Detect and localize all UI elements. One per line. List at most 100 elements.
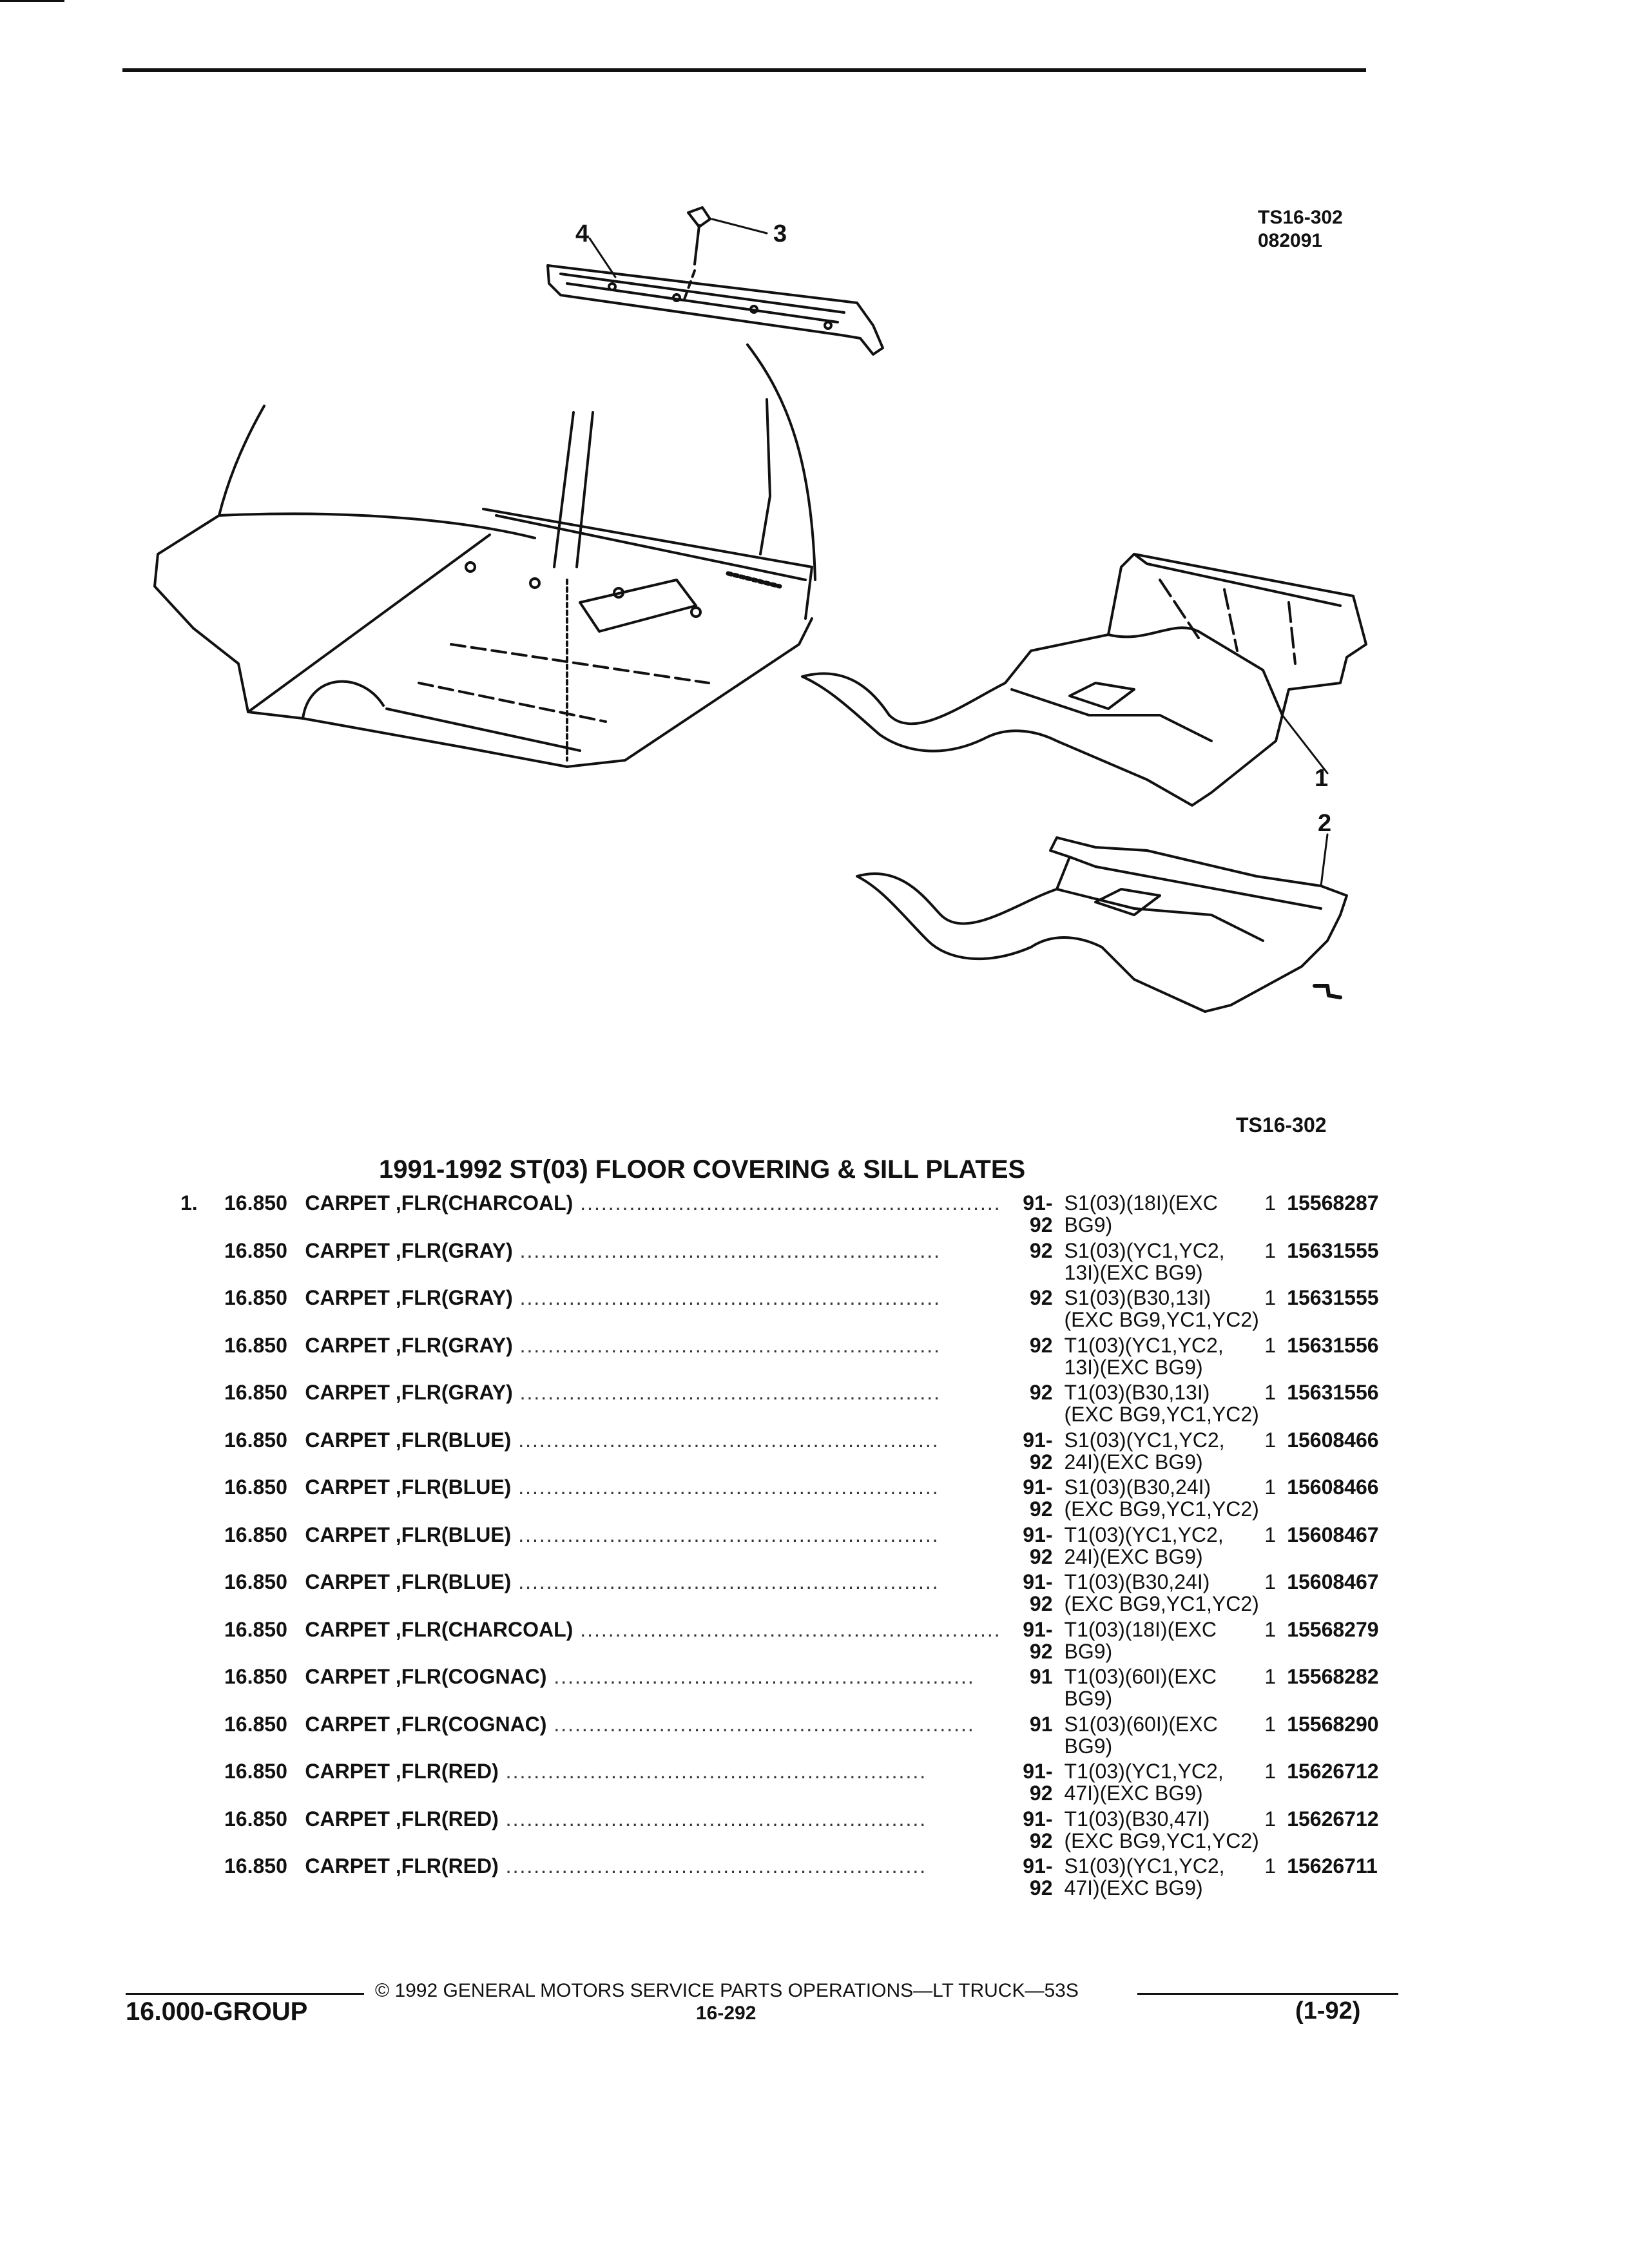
part-description-text: CARPET ,FLR(COGNAC) xyxy=(305,1713,547,1736)
quantity: 1 xyxy=(1264,1712,1277,1736)
part-description: CARPET ,FLR(CHARCOAL) ..................… xyxy=(305,1192,1001,1240)
figure-code: TS16-302 xyxy=(1258,207,1343,228)
quantity: 1 xyxy=(1264,1760,1277,1783)
parts-row: 16.850 CARPET ,FLR(COGNAC) ..............… xyxy=(180,1713,1398,1761)
quantity: 1 xyxy=(1264,1475,1277,1499)
item-number xyxy=(180,1524,224,1571)
leader-dots: ........................................… xyxy=(511,1476,940,1499)
part-description: CARPET ,FLR(RED) .......................… xyxy=(305,1808,1001,1856)
part-description: CARPET ,FLR(COGNAC) ....................… xyxy=(305,1666,1001,1713)
footer-revision: (1-92) xyxy=(1295,1997,1361,2024)
usage: S1(03)(B30,13I)(EXC BG9,YC1,YC2) xyxy=(1065,1287,1265,1334)
usage-line-2: BG9) xyxy=(1064,1687,1113,1710)
group-code: 16.850 xyxy=(224,1238,287,1262)
usage-line-1: T1(03)(60I)(EXC xyxy=(1064,1665,1217,1688)
model-years: 92 xyxy=(1029,1381,1053,1404)
part-number: 15608467 xyxy=(1287,1523,1379,1546)
item-number xyxy=(180,1287,224,1334)
usage: T1(03)(B30,47I)(EXC BG9,YC1,YC2) xyxy=(1065,1808,1265,1856)
group-code: 16.850 xyxy=(224,1807,287,1831)
group-code: 16.850 xyxy=(224,1854,287,1878)
quantity: 1 xyxy=(1264,1665,1277,1688)
part-number: 15631555 xyxy=(1287,1286,1379,1309)
quantity: 1 xyxy=(1264,1428,1277,1452)
part-description-text: CARPET ,FLR(BLUE) xyxy=(305,1523,512,1546)
header-rule xyxy=(122,68,1366,72)
leader-dots: ........................................… xyxy=(573,1192,1001,1215)
usage-line-2: 13I)(EXC BG9) xyxy=(1064,1355,1203,1379)
callout-3: 3 xyxy=(773,220,787,247)
part-description-text: CARPET ,FLR(RED) xyxy=(305,1760,499,1783)
part-number: 15626711 xyxy=(1287,1854,1378,1878)
part-description: CARPET ,FLR(GRAY) ......................… xyxy=(305,1381,1001,1429)
part-description: CARPET ,FLR(GRAY) ......................… xyxy=(305,1334,1001,1382)
part-number: 15608467 xyxy=(1287,1570,1379,1593)
footer-page-number: 16-292 xyxy=(696,2003,757,2024)
part-number: 15568290 xyxy=(1287,1712,1379,1736)
group-code: 16.850 xyxy=(224,1333,287,1357)
item-number xyxy=(180,1571,224,1619)
group-code: 16.850 xyxy=(224,1523,287,1546)
callout-leader-4 xyxy=(588,237,617,278)
usage-line-1: S1(03)(YC1,YC2, xyxy=(1064,1428,1225,1452)
part-description: CARPET ,FLR(GRAY) ......................… xyxy=(305,1240,1001,1287)
figure-code-bottom: TS16-302 xyxy=(1236,1113,1327,1137)
part-description: CARPET ,FLR(CHARCOAL) ..................… xyxy=(305,1619,1001,1666)
model-years: 91 xyxy=(1029,1712,1053,1736)
leader-dots: ........................................… xyxy=(498,1760,927,1783)
part-description: CARPET ,FLR(COGNAC) ....................… xyxy=(305,1713,1001,1761)
leader-dots: ........................................… xyxy=(498,1807,927,1831)
usage-line-1: T1(03)(B30,13I) xyxy=(1064,1381,1210,1404)
leader-dots: ........................................… xyxy=(546,1666,975,1688)
part-description: CARPET ,FLR(RED) .......................… xyxy=(305,1760,1001,1808)
model-years: 91-92 xyxy=(1023,1854,1053,1899)
footer-group: 16.000-GROUP xyxy=(126,1997,308,2026)
group-code: 16.850 xyxy=(224,1381,287,1404)
quantity: 1 xyxy=(1264,1286,1277,1309)
usage-line-1: S1(03)(B30,13I) xyxy=(1064,1286,1211,1309)
model-years: 91 xyxy=(1029,1665,1053,1688)
part-description-text: CARPET ,FLR(BLUE) xyxy=(305,1476,512,1499)
quantity: 1 xyxy=(1264,1238,1277,1262)
model-years: 91-92 xyxy=(1023,1617,1053,1663)
model-years: 91-92 xyxy=(1023,1523,1053,1568)
model-years: 91-92 xyxy=(1023,1475,1053,1521)
footer-copyright: © 1992 GENERAL MOTORS SERVICE PARTS OPER… xyxy=(375,1980,1079,2001)
item-number xyxy=(180,1855,224,1903)
item-number xyxy=(180,1240,224,1287)
parts-row: 16.850 CARPET ,FLR(RED) .................… xyxy=(180,1808,1398,1856)
quantity: 1 xyxy=(1264,1191,1277,1215)
parts-row: 16.850 CARPET ,FLR(GRAY) ................… xyxy=(180,1334,1398,1382)
parts-row: 16.850 CARPET ,FLR(BLUE) ................… xyxy=(180,1571,1398,1619)
group-code: 16.850 xyxy=(224,1712,287,1736)
part-description: CARPET ,FLR(BLUE) ......................… xyxy=(305,1571,1001,1619)
usage: T1(03)(B30,13I)(EXC BG9,YC1,YC2) xyxy=(1065,1381,1265,1429)
usage-line-1: T1(03)(YC1,YC2, xyxy=(1064,1523,1224,1546)
floor-covering-illustration: 1 2 3 4 xyxy=(153,206,1367,1013)
leader-dots: ........................................… xyxy=(512,1239,941,1262)
usage-line-1: T1(03)(YC1,YC2, xyxy=(1064,1760,1224,1783)
leader-dots: ........................................… xyxy=(511,1523,940,1546)
usage-line-2: 24I)(EXC BG9) xyxy=(1064,1544,1203,1568)
model-years: 91-92 xyxy=(1023,1760,1053,1805)
parts-row: 16.850 CARPET ,FLR(BLUE) ................… xyxy=(180,1524,1398,1571)
part-number: 15568279 xyxy=(1287,1617,1379,1641)
part-description-text: CARPET ,FLR(GRAY) xyxy=(305,1381,513,1404)
quantity: 1 xyxy=(1264,1333,1277,1357)
usage-line-2: 13I)(EXC BG9) xyxy=(1064,1260,1203,1284)
part-description: CARPET ,FLR(RED) .......................… xyxy=(305,1855,1001,1903)
body-pillar-line xyxy=(746,343,816,581)
part-description: CARPET ,FLR(BLUE) ......................… xyxy=(305,1524,1001,1571)
item-number xyxy=(180,1666,224,1713)
group-code: 16.850 xyxy=(224,1570,287,1593)
group-code: 16.850 xyxy=(224,1428,287,1452)
model-years: 92 xyxy=(1029,1238,1053,1262)
corner-mark xyxy=(0,0,64,2)
usage-line-1: T1(03)(B30,24I) xyxy=(1064,1570,1210,1593)
model-years: 92 xyxy=(1029,1333,1053,1357)
usage-line-1: S1(03)(YC1,YC2, xyxy=(1064,1238,1225,1262)
